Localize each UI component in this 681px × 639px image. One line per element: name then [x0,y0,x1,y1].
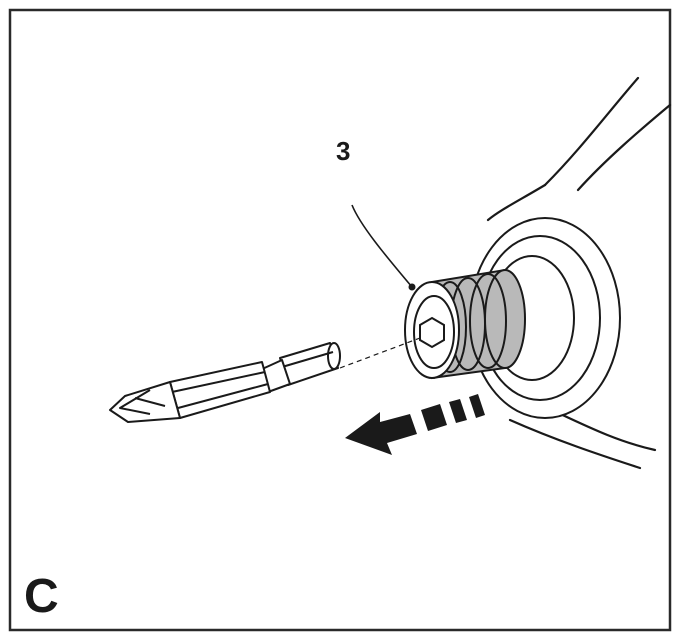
figure-frame [8,8,672,632]
arrow-dash-2 [449,399,467,423]
callout-number: 3 [336,136,350,166]
insert-direction-arrow [345,394,485,455]
arrow-head [345,412,417,455]
sleeve-ring-2 [469,273,507,369]
bit-shank-end [327,342,341,370]
arrow-dash-3 [469,394,485,418]
hex-socket [419,316,445,349]
bit-phillips-tip [109,381,181,423]
arrow-dash-1 [421,404,447,431]
chuck-sleeve [404,268,526,380]
callout-leader-line [351,204,413,288]
panel-letter: C [24,570,59,623]
screwdriver-bit [109,342,341,423]
